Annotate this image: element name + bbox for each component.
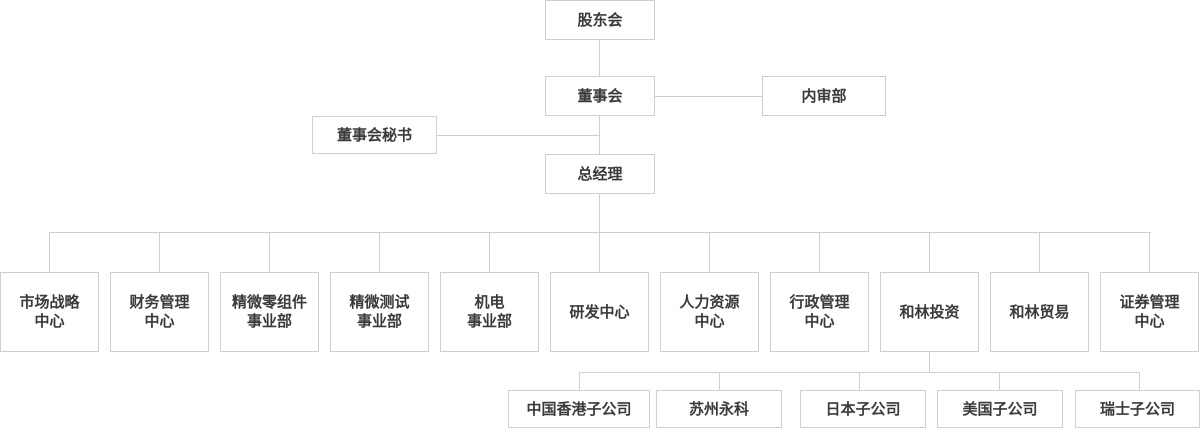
- node-department-label: 和林贸易: [1009, 302, 1070, 321]
- department-drop: [379, 232, 380, 272]
- node-subsidiary-label: 日本子公司: [825, 399, 901, 418]
- node-general-manager-label: 总经理: [577, 164, 623, 183]
- connector-shareholders-board: [599, 40, 600, 76]
- node-department-label: 精微测试 事业部: [349, 293, 410, 330]
- node-department-label: 和林投资: [899, 302, 960, 321]
- connector-investment-stem: [929, 352, 930, 372]
- subsidiary-drop: [579, 372, 580, 390]
- department-drop: [159, 232, 160, 272]
- department-drop: [1039, 232, 1040, 272]
- node-department-label: 财务管理 中心: [129, 293, 190, 330]
- subsidiary-drop: [999, 372, 1000, 390]
- node-department[interactable]: 人力资源 中心: [660, 272, 759, 352]
- node-department[interactable]: 精微零组件 事业部: [220, 272, 319, 352]
- connector-board-audit: [655, 96, 762, 97]
- node-department-label: 机电 事业部: [466, 293, 512, 330]
- node-board-secretary[interactable]: 董事会秘书: [312, 116, 437, 154]
- node-board[interactable]: 董事会: [545, 76, 655, 116]
- department-drop: [269, 232, 270, 272]
- node-department[interactable]: 研发中心: [550, 272, 649, 352]
- node-board-label: 董事会: [577, 86, 623, 105]
- subsidiary-drop: [859, 372, 860, 390]
- node-department-label: 行政管理 中心: [789, 293, 850, 330]
- node-department[interactable]: 证券管理 中心: [1100, 272, 1199, 352]
- node-department-label: 证券管理 中心: [1119, 293, 1180, 330]
- node-department[interactable]: 和林贸易: [990, 272, 1089, 352]
- node-subsidiary-label: 中国香港子公司: [526, 399, 632, 418]
- node-department-label: 精微零组件 事业部: [231, 293, 307, 330]
- node-department[interactable]: 市场战略 中心: [0, 272, 99, 352]
- node-internal-audit-label: 内审部: [801, 86, 847, 105]
- node-general-manager[interactable]: 总经理: [545, 154, 655, 194]
- node-department-label: 市场战略 中心: [19, 293, 80, 330]
- node-department[interactable]: 财务管理 中心: [110, 272, 209, 352]
- node-subsidiary-label: 美国子公司: [962, 399, 1038, 418]
- node-subsidiary[interactable]: 日本子公司: [800, 390, 926, 428]
- department-drop: [709, 232, 710, 272]
- subsidiary-drop: [719, 372, 720, 390]
- node-shareholders-label: 股东会: [577, 10, 623, 29]
- department-drop: [599, 232, 600, 272]
- department-drop: [929, 232, 930, 272]
- node-subsidiary[interactable]: 瑞士子公司: [1075, 390, 1200, 428]
- node-department[interactable]: 机电 事业部: [440, 272, 539, 352]
- node-department[interactable]: 精微测试 事业部: [330, 272, 429, 352]
- node-board-secretary-label: 董事会秘书: [336, 125, 412, 144]
- node-department-label: 人力资源 中心: [679, 293, 740, 330]
- node-department-label: 研发中心: [569, 302, 630, 321]
- subsidiary-drop: [1139, 372, 1140, 390]
- node-subsidiary[interactable]: 美国子公司: [937, 390, 1063, 428]
- department-drop: [49, 232, 50, 272]
- node-department[interactable]: 和林投资: [880, 272, 979, 352]
- connector-board-gm: [599, 116, 600, 154]
- department-drop: [1149, 232, 1150, 272]
- node-internal-audit[interactable]: 内审部: [762, 76, 886, 116]
- node-subsidiary[interactable]: 中国香港子公司: [508, 390, 650, 428]
- node-subsidiary-label: 瑞士子公司: [1099, 399, 1175, 418]
- department-drop: [819, 232, 820, 272]
- node-subsidiary-label: 苏州永科: [688, 399, 749, 418]
- department-drop: [489, 232, 490, 272]
- node-shareholders[interactable]: 股东会: [545, 0, 655, 40]
- node-subsidiary[interactable]: 苏州永科: [656, 390, 782, 428]
- department-bus: [49, 232, 1151, 233]
- connector-gm-stem: [599, 194, 600, 232]
- node-department[interactable]: 行政管理 中心: [770, 272, 869, 352]
- connector-secretary-trunk: [437, 135, 599, 136]
